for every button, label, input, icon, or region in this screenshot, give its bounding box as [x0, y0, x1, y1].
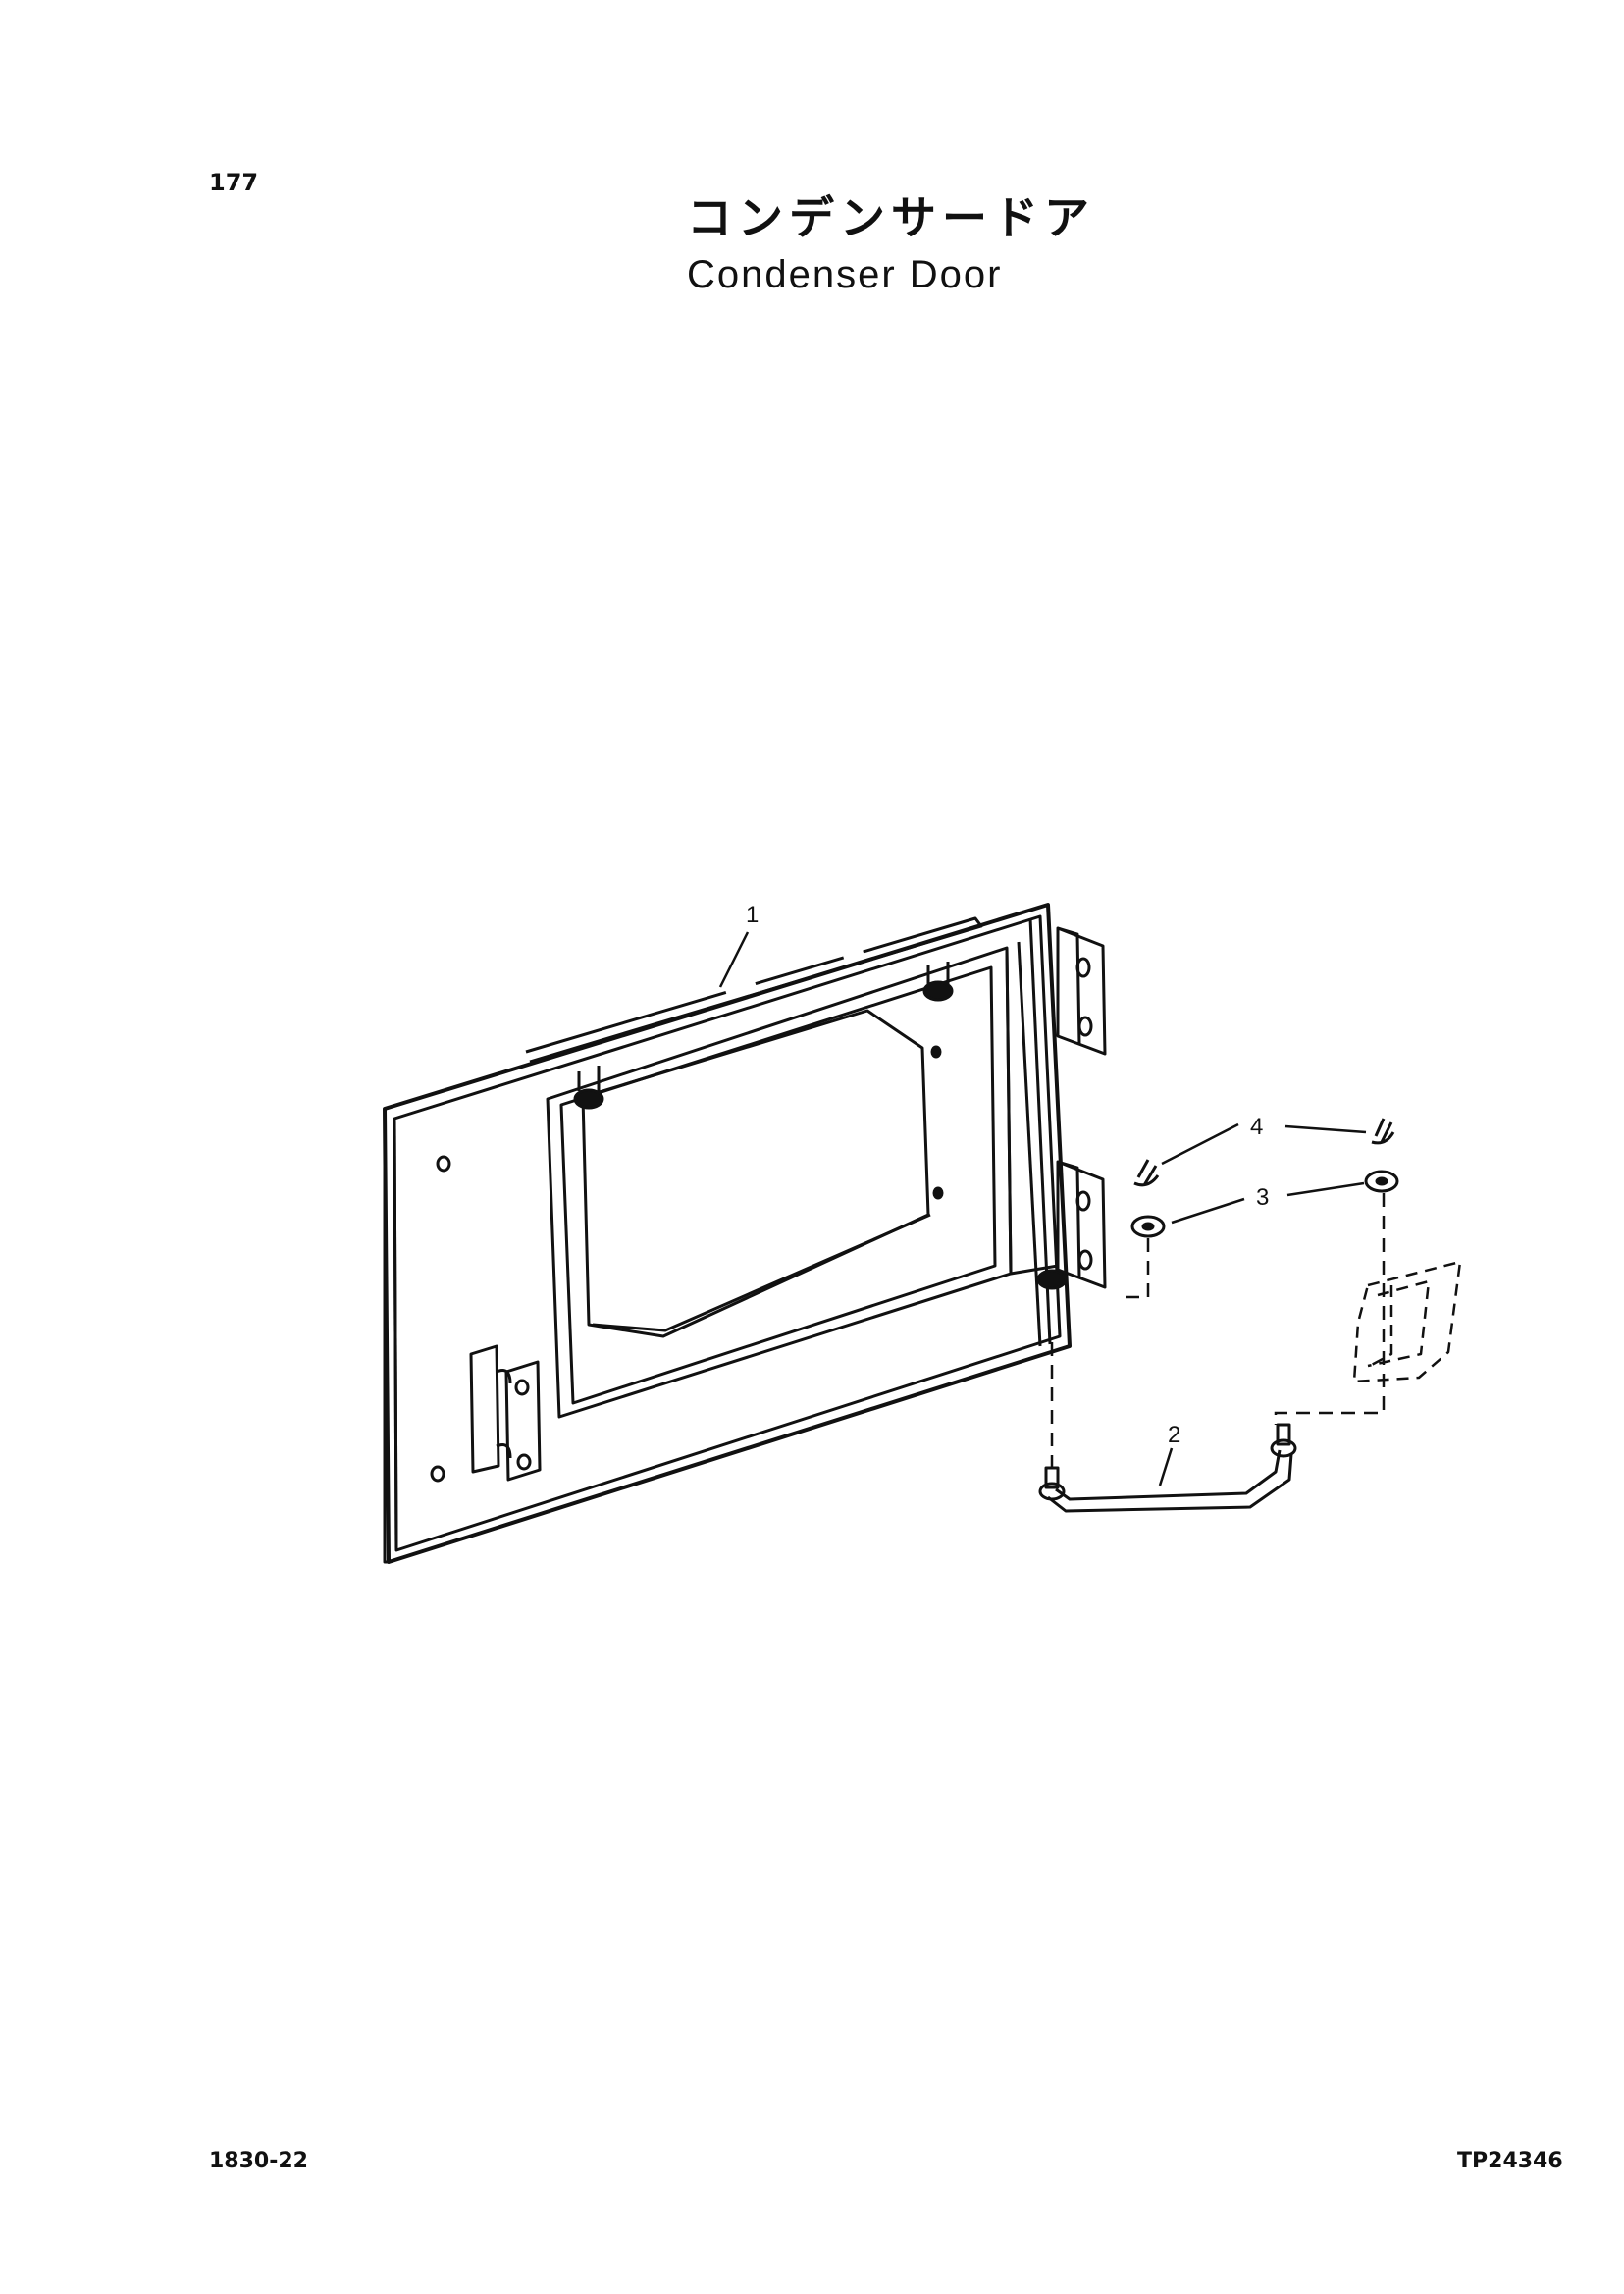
lug-top-right	[922, 980, 954, 1002]
leader-3-right	[1286, 1181, 1365, 1197]
latch-pin	[496, 1369, 512, 1384]
hole-screen-bottom	[932, 1186, 944, 1200]
door-edge-left	[383, 1109, 389, 1564]
hinge-lower-knuckle	[1057, 1160, 1081, 1278]
leader-lines	[718, 931, 1367, 1486]
assembly-line-washer-right	[1274, 1193, 1386, 1425]
latch-hole-top	[514, 1379, 530, 1396]
latch-plate-back	[469, 1344, 500, 1474]
callout-3: 3	[1256, 1184, 1269, 1211]
footer-part-code: TP24346	[1457, 2149, 1563, 2173]
hinge-lower-hole-1	[1075, 1190, 1091, 1212]
condenser-screen-outline	[581, 1009, 930, 1338]
washer-right	[1364, 1170, 1399, 1193]
latch-pin-2	[496, 1443, 512, 1459]
latch-bracket	[469, 1344, 542, 1482]
leader-4-left	[1161, 1122, 1239, 1166]
hole-upper-left	[436, 1155, 451, 1173]
footer-document-code: 1830-22	[209, 2149, 308, 2173]
cotter-pin-right	[1371, 1118, 1395, 1145]
hinge-upper-hole-2	[1077, 1016, 1093, 1037]
ghost-bracket-outline	[1352, 1260, 1462, 1383]
door-panel	[383, 903, 1072, 1564]
hole-lower-left	[430, 1465, 445, 1483]
callout-2: 2	[1168, 1422, 1180, 1448]
screen-mounting-lugs	[573, 962, 1068, 1290]
washer-right-outer	[1364, 1170, 1399, 1193]
assembly-lines	[1050, 1193, 1386, 1468]
latch-hole-bottom	[516, 1453, 532, 1471]
hinge-lower	[1056, 1160, 1107, 1289]
hinge-upper-knuckle	[1057, 926, 1081, 1045]
door-edge-left-inner	[393, 1118, 398, 1551]
leader-3-left	[1171, 1197, 1245, 1225]
latch-plate-front	[504, 1360, 542, 1482]
page-number: 177	[209, 169, 259, 196]
washer-left	[1130, 1215, 1166, 1238]
leader-4-right	[1284, 1124, 1367, 1134]
door-stay-rod	[1038, 1423, 1297, 1513]
hinge-lower-plate	[1056, 1160, 1107, 1289]
hinge-upper	[1056, 926, 1107, 1056]
page-title-japanese: コンデンサードア	[687, 191, 1095, 244]
door-top-rail-gap-1	[725, 981, 757, 996]
door-inner-recess	[546, 946, 1013, 1419]
page-title-english: Condenser Door	[687, 253, 1003, 296]
rod-body-bottom	[1047, 1453, 1293, 1513]
callout-1: 1	[746, 902, 759, 928]
title-block: コンデンサードア Condenser Door	[687, 188, 1158, 302]
leader-2	[1158, 1447, 1174, 1486]
hinge-upper-hole-1	[1075, 957, 1091, 978]
hinge-lower-hole-2	[1077, 1249, 1093, 1271]
hinge-upper-plate	[1056, 926, 1107, 1056]
condenser-screen	[581, 1009, 931, 1338]
washer-left-inner	[1141, 1222, 1155, 1231]
washer-left-outer	[1130, 1215, 1166, 1238]
rod-end-right	[1270, 1438, 1297, 1458]
condenser-screen-shadow	[592, 1213, 931, 1332]
rod-end-left	[1038, 1482, 1066, 1501]
door-right-rail-2	[1017, 941, 1042, 1347]
leader-1	[718, 931, 750, 988]
rod-body-top	[1055, 1449, 1282, 1501]
cotter-pin-left	[1133, 1159, 1160, 1187]
lug-bottom-right	[1036, 1269, 1068, 1290]
lug-top-left	[573, 1088, 604, 1110]
door-inner-recess-lip	[559, 965, 997, 1405]
ghost-bracket-inner-2	[1369, 1285, 1393, 1368]
rod-pin-right	[1276, 1423, 1291, 1446]
ghost-bracket-inner-1	[1367, 1279, 1431, 1368]
door-top-rail-gap-2	[843, 950, 864, 962]
washer-right-inner	[1375, 1176, 1388, 1186]
ghost-bracket	[1352, 1260, 1462, 1383]
assembly-line-washer-left	[1119, 1238, 1150, 1299]
callout-4: 4	[1250, 1114, 1263, 1140]
door-mounting-holes	[430, 1045, 944, 1483]
hole-screen-top	[930, 1045, 942, 1059]
